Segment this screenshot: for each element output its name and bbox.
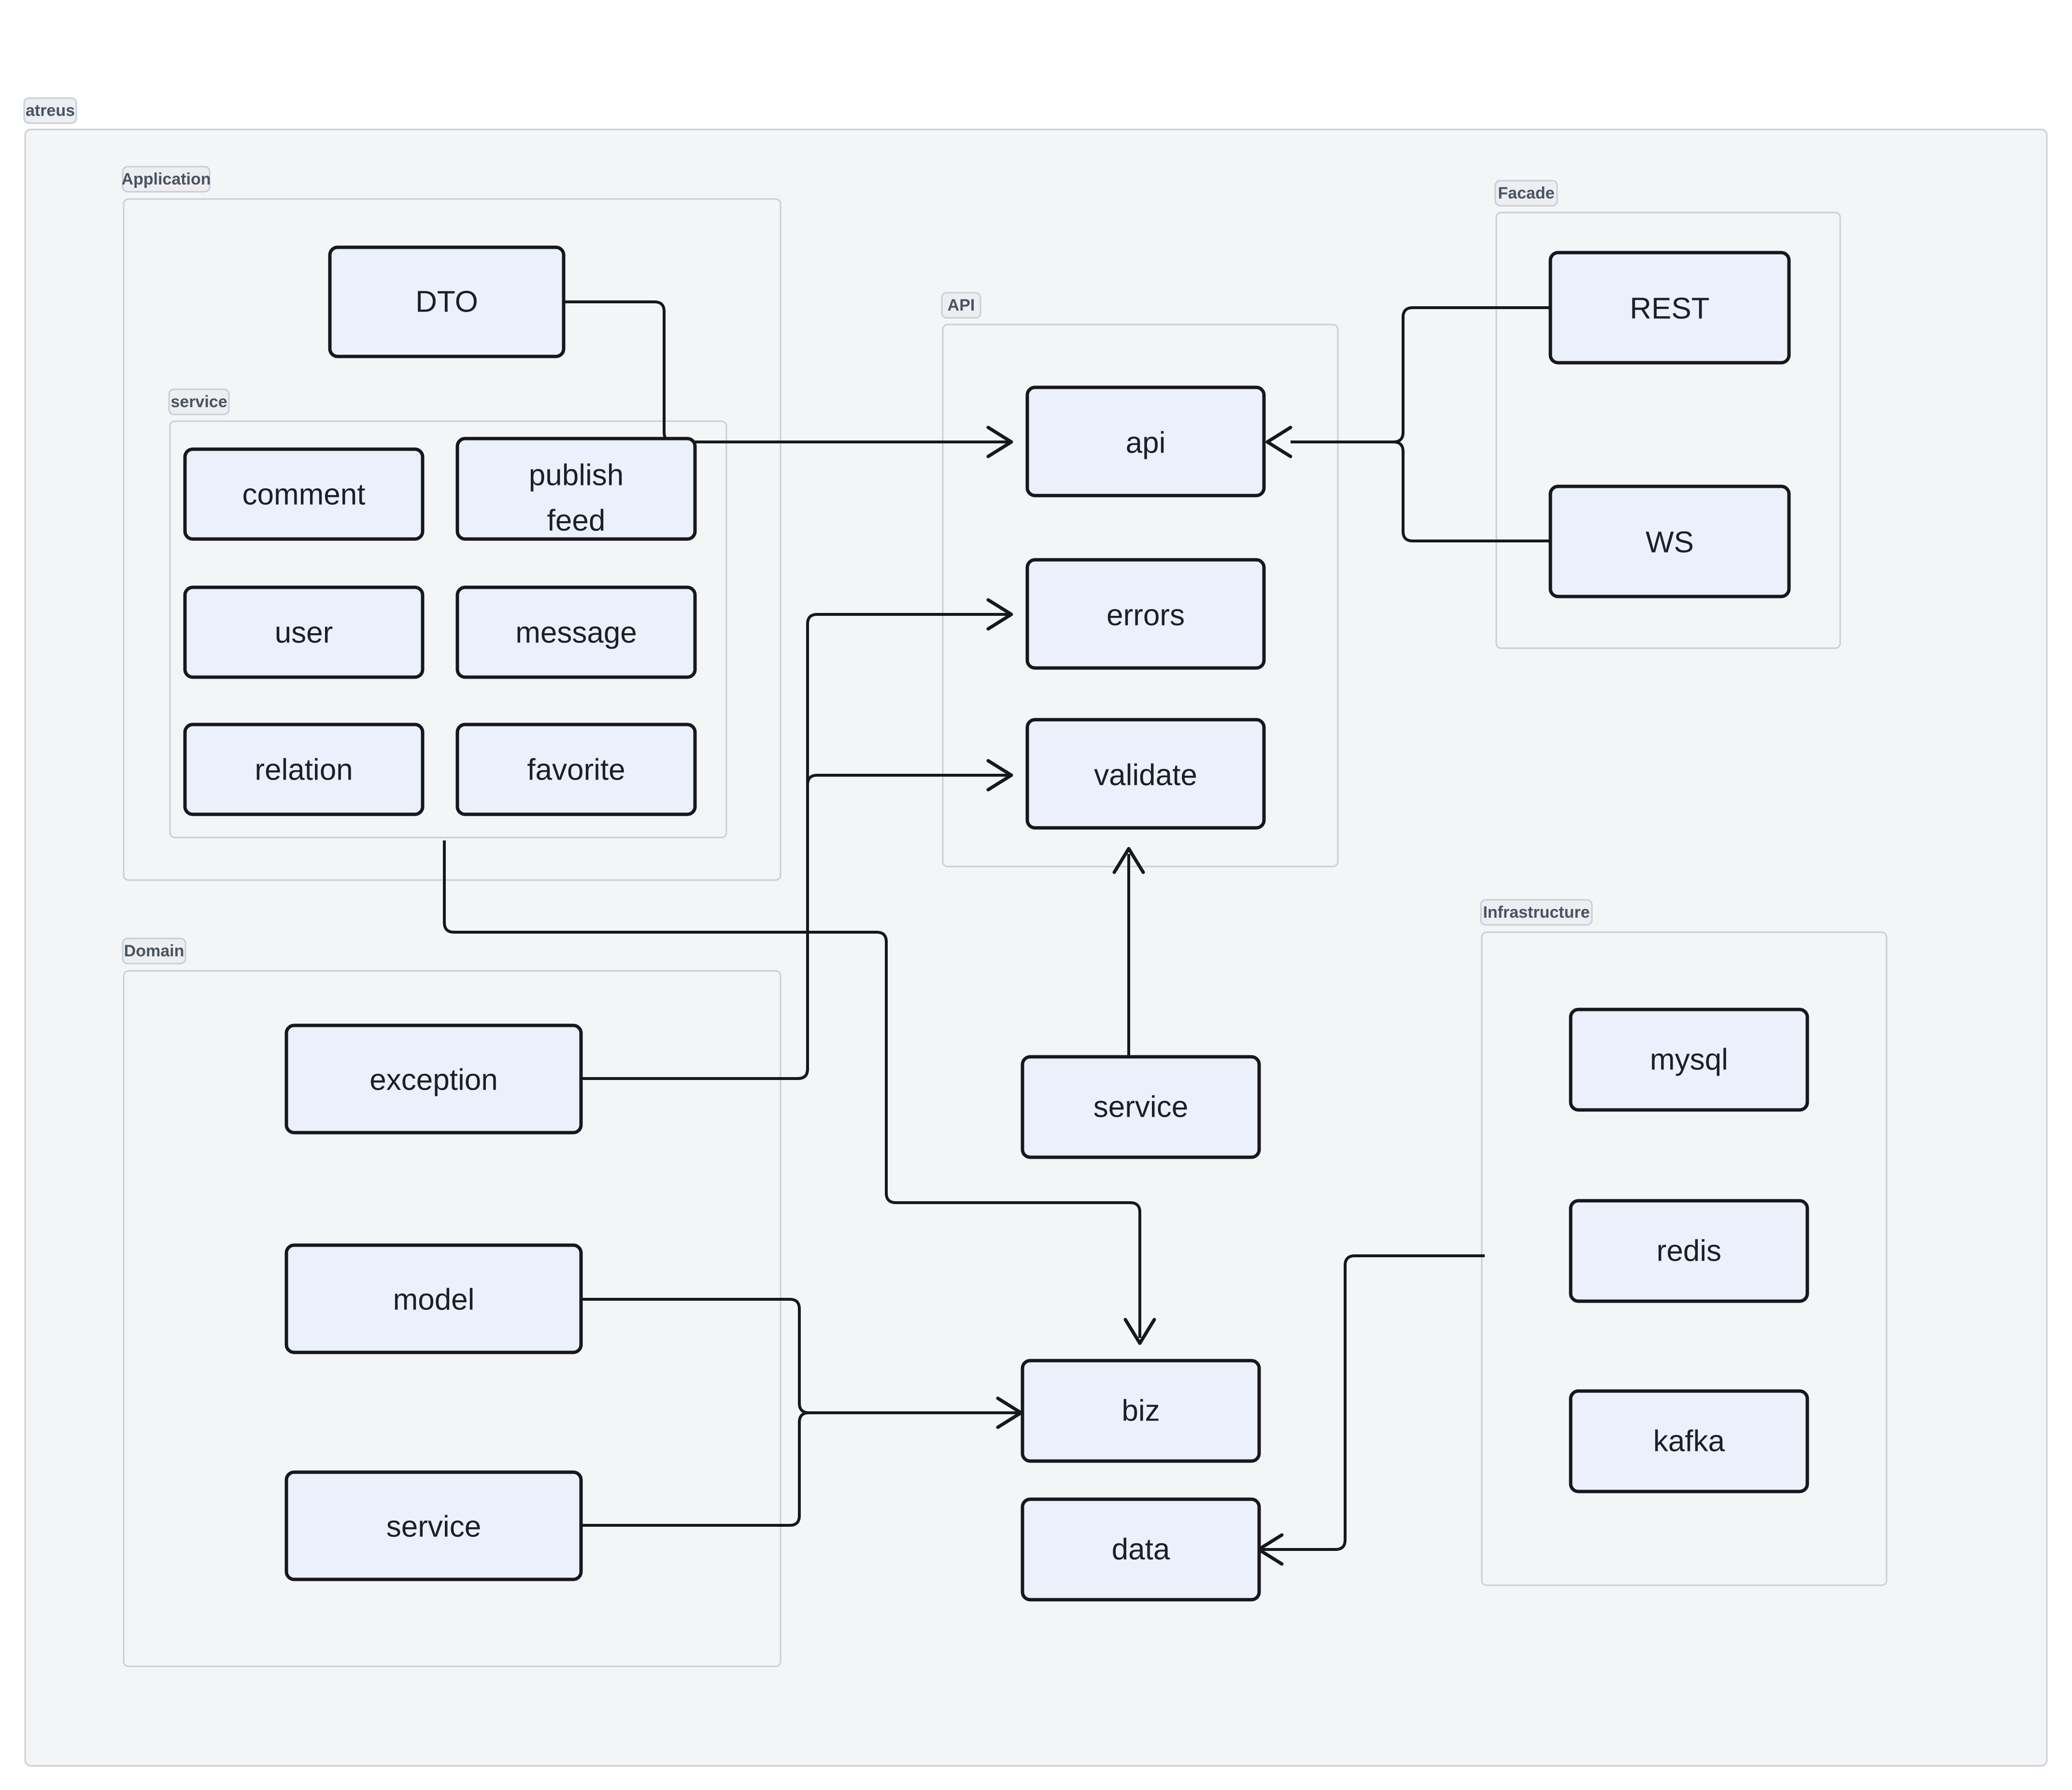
cluster-label-root-text: atreus [26,101,75,120]
node-api-label: api [1126,426,1166,459]
cluster-label-facade-text: Facade [1498,184,1554,202]
node-data[interactable]: data [1021,1497,1261,1602]
node-dto[interactable]: DTO [328,245,566,358]
node-svc-favorite-label: favorite [527,753,625,786]
node-redis[interactable]: redis [1569,1199,1809,1303]
cluster-label-application: Application [121,166,211,193]
node-mysql-label: mysql [1650,1043,1728,1076]
node-rest[interactable]: REST [1548,251,1791,365]
node-kafka[interactable]: kafka [1569,1389,1809,1493]
node-svc-message-label: message [515,616,637,649]
node-svc-publish-feed-label-line2: feed [547,504,606,537]
node-domain-service[interactable]: service [284,1470,583,1581]
node-svc-favorite[interactable]: favorite [455,723,697,816]
edge-service-group-to-validate [581,759,1013,1080]
edge-service-to-validate [1112,847,1145,1057]
cluster-label-infrastructure-text: Infrastructure [1483,903,1589,922]
node-errors-label: errors [1107,598,1185,632]
cluster-label-domain: Domain [122,938,186,965]
node-svc-publish-feed-label-line1: publish [529,458,624,492]
node-svc-message[interactable]: message [455,585,697,679]
cluster-label-application-text: Application [121,170,211,188]
node-service[interactable]: service [1021,1055,1261,1159]
node-svc-comment[interactable]: comment [183,447,425,541]
node-svc-comment-label: comment [242,478,366,511]
node-kafka-label: kafka [1653,1424,1725,1458]
edge-service-group-to-biz [443,840,1156,1345]
node-ws[interactable]: WS [1548,484,1791,598]
node-biz[interactable]: biz [1021,1359,1261,1463]
node-model-label: model [393,1283,475,1316]
node-redis-label: redis [1657,1234,1721,1267]
cluster-label-service-group: service [168,388,230,415]
node-svc-user-label: user [275,616,333,649]
node-data-label: data [1112,1533,1170,1566]
node-exception[interactable]: exception [284,1023,583,1135]
node-domain-service-label: service [386,1510,481,1543]
node-biz-label: biz [1121,1394,1160,1427]
node-dto-label: DTO [415,285,478,318]
cluster-label-api-text: API [948,296,975,314]
cluster-label-infrastructure: Infrastructure [1480,899,1593,926]
cluster-label-facade: Facade [1494,180,1558,207]
node-svc-relation[interactable]: relation [183,723,425,816]
node-mysql[interactable]: mysql [1569,1008,1809,1112]
node-svc-publish-feed[interactable]: publish feed [455,437,697,541]
node-svc-user[interactable]: user [183,585,425,679]
cluster-label-root: atreus [23,97,77,124]
node-exception-label: exception [369,1063,497,1096]
node-model[interactable]: model [284,1243,583,1354]
node-validate-label: validate [1094,758,1197,792]
edge-ws-to-api [1265,426,1550,542]
node-api[interactable]: api [1025,385,1266,497]
node-errors[interactable]: errors [1025,558,1266,670]
node-rest-label: REST [1630,292,1709,325]
node-ws-label: WS [1646,526,1694,559]
node-validate[interactable]: validate [1025,718,1266,830]
cluster-label-domain-text: Domain [124,942,184,960]
node-svc-relation-label: relation [255,753,353,786]
node-service-label: service [1093,1090,1188,1123]
cluster-label-service-group-text: service [170,393,227,411]
cluster-label-api: API [941,292,981,319]
